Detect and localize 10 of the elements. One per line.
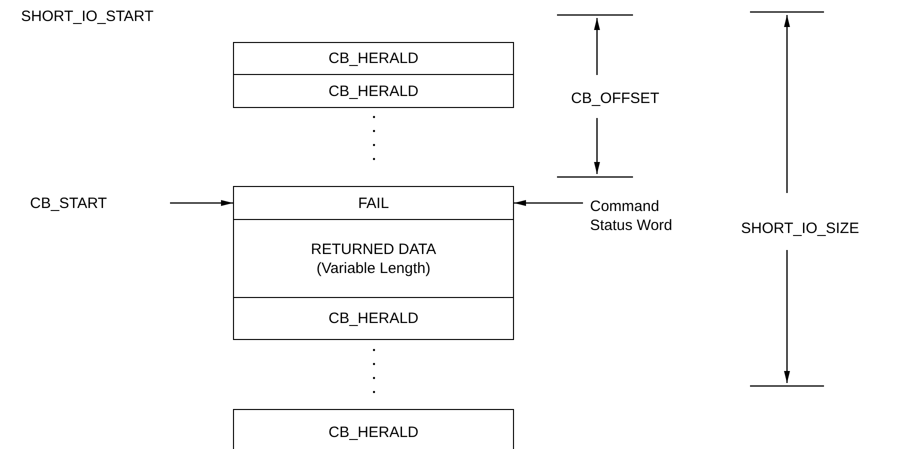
memory-block: CB_HERALD [233, 74, 514, 108]
memory-block: FAIL [233, 186, 514, 220]
pointer-label: Command Status Word [590, 197, 690, 235]
pointer-label: CB_START [30, 194, 107, 213]
memory-block: CB_HERALD [233, 409, 514, 449]
memory-block: CB_HERALD [233, 42, 514, 75]
arrow [514, 200, 583, 206]
memory-block: CB_HERALD [233, 297, 514, 340]
arrow [170, 200, 233, 206]
memory-block: RETURNED DATA (Variable Length) [233, 219, 514, 298]
